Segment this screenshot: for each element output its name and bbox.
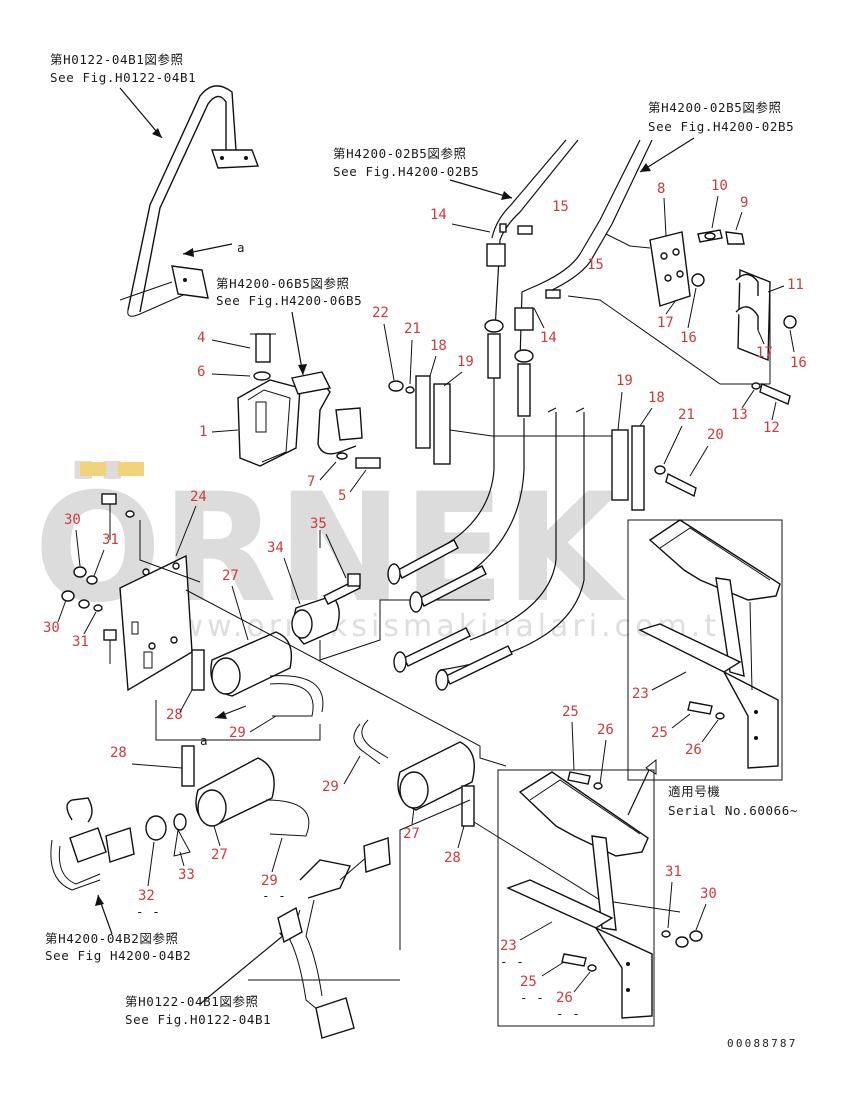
connector-label-a: a — [237, 240, 245, 255]
drawing-code: 00088787 — [727, 1037, 798, 1050]
callout-28: 28 — [110, 745, 127, 761]
callout-30: 30 — [64, 512, 81, 528]
callout-25: 25 — [651, 725, 668, 741]
callout-24: 24 — [190, 489, 207, 505]
bracket-lower — [506, 771, 653, 1019]
ref-en: See Fig.H4200-02B5 — [648, 119, 794, 134]
callout-20: 20 — [707, 427, 724, 443]
ref-en: See Fig.H4200-06B5 — [216, 293, 362, 308]
ref-en: See Fig H4200-04B2 — [45, 948, 191, 963]
callout-25: 25 — [520, 974, 537, 990]
callout-1: 1 — [199, 424, 207, 440]
callout-30: 30 — [43, 620, 60, 636]
bolts-center — [323, 539, 513, 691]
watermark-accent — [118, 462, 144, 476]
svg-text:- -: - - — [262, 888, 286, 903]
callout-16: 16 — [790, 355, 807, 371]
dash-marks: - - - - - - - - - - — [136, 888, 580, 1021]
callout-14: 14 — [540, 330, 557, 346]
bracket-assembly — [237, 333, 381, 469]
ref-en: See Fig.H4200-02B5 — [333, 164, 479, 179]
callout-6: 6 — [197, 364, 205, 380]
callout-27: 27 — [211, 847, 228, 863]
callout-8: 8 — [657, 181, 665, 197]
pipes-bottom — [50, 797, 391, 1039]
mounting-plate — [61, 493, 201, 741]
ref-ja: 第H4200-04B2図参照 — [45, 931, 179, 946]
callout-11: 11 — [787, 277, 804, 293]
callout-21: 21 — [404, 321, 421, 337]
callout-28: 28 — [166, 707, 183, 723]
ref-ja: 第H4200-06B5図参照 — [216, 276, 350, 291]
callout-5: 5 — [338, 488, 346, 504]
handrail-top — [119, 85, 259, 317]
ref-ja: 第H4200-02B5図参照 — [333, 146, 467, 161]
callout-26: 26 — [685, 742, 702, 758]
hoses — [419, 139, 653, 671]
callout-30: 30 — [700, 886, 717, 902]
svg-text:- -: - - — [556, 1006, 580, 1021]
callout-23: 23 — [632, 686, 649, 702]
bracket-upper — [638, 519, 781, 769]
ref-ja: 第H0122-04B1図参照 — [50, 52, 184, 67]
ref-ja: 第H0122-04B1図参照 — [125, 994, 259, 1009]
callout-15: 15 — [587, 257, 604, 273]
cylinder-clamps — [145, 595, 475, 857]
callout-19: 19 — [457, 354, 474, 370]
callout-16: 16 — [680, 330, 697, 346]
callout-31: 31 — [102, 532, 119, 548]
callout-34: 34 — [267, 540, 284, 556]
clamp-sets — [388, 375, 697, 511]
callout-21: 21 — [678, 407, 695, 423]
ref-ja: 第H4200-02B5図参照 — [648, 100, 782, 115]
clamp-plates-right — [567, 229, 797, 405]
callout-17: 17 — [756, 345, 773, 361]
callout-14: 14 — [430, 207, 447, 223]
callout-26: 26 — [556, 990, 573, 1006]
callout-29: 29 — [322, 779, 339, 795]
svg-text:- -: - - — [500, 954, 524, 969]
reference-arrows — [95, 87, 695, 1005]
callout-26: 26 — [597, 722, 614, 738]
callout-18: 18 — [648, 390, 665, 406]
callout-9: 9 — [740, 195, 748, 211]
callout-10: 10 — [711, 178, 728, 194]
svg-text:- -: - - — [520, 990, 544, 1005]
connection-lines — [156, 519, 783, 1027]
callout-31: 31 — [72, 634, 89, 650]
bolts-lower — [561, 701, 725, 972]
callout-32: 32 — [138, 888, 155, 904]
serial-en: Serial No.60066~ — [668, 803, 798, 818]
callout-27: 27 — [403, 826, 420, 842]
watermark-accent — [80, 462, 106, 476]
callout-29: 29 — [261, 873, 278, 889]
callout-22: 22 — [372, 305, 389, 321]
reference-labels: 第H0122-04B1図参照 See Fig.H0122-04B1 第H4200… — [45, 52, 798, 1050]
callout-29: 29 — [229, 725, 246, 741]
callout-31: 31 — [665, 864, 682, 880]
callout-25: 25 — [562, 704, 579, 720]
callout-33: 33 — [178, 867, 195, 883]
callout-23: 23 — [500, 938, 517, 954]
callout-7: 7 — [307, 474, 315, 490]
callout-19: 19 — [616, 373, 633, 389]
ref-en: See Fig.H0122-04B1 — [50, 70, 196, 85]
serial-ja: 適用号機 — [668, 784, 720, 799]
callouts: 1 4 5 6 7 8 9 10 11 12 13 14 14 15 15 16… — [43, 178, 807, 1006]
callout-13: 13 — [731, 407, 748, 423]
callout-4: 4 — [197, 330, 205, 346]
callout-27: 27 — [222, 568, 239, 584]
callout-17: 17 — [657, 315, 674, 331]
callout-18: 18 — [430, 338, 447, 354]
callout-28: 28 — [444, 850, 461, 866]
svg-text:- -: - - — [136, 904, 160, 919]
callout-15: 15 — [552, 199, 569, 215]
callout-35: 35 — [310, 516, 327, 532]
ref-en: See Fig.H0122-04B1 — [125, 1012, 271, 1027]
callout-12: 12 — [763, 420, 780, 436]
